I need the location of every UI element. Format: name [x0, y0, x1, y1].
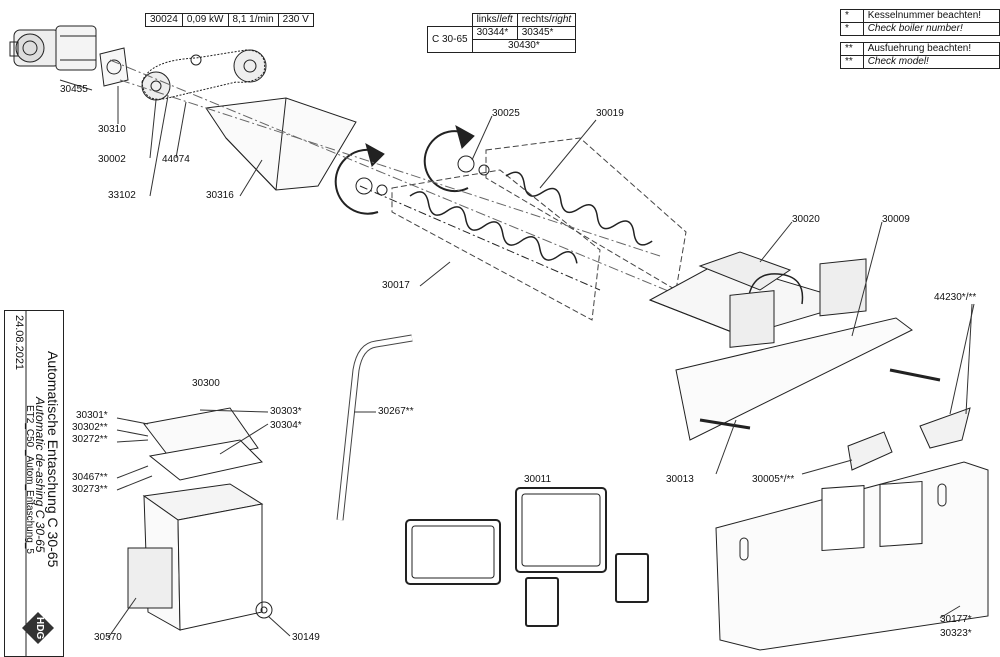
gear-motor	[9, 25, 97, 71]
ash-lid	[143, 407, 263, 481]
hdg-logo	[22, 612, 54, 644]
ash-scoop	[847, 407, 971, 471]
part-label-30455: 30455	[60, 84, 88, 95]
part-label-30467: 30467**	[72, 472, 108, 483]
drawing-date: 24.08.2021	[13, 315, 25, 371]
part-label-44074: 44074	[162, 154, 190, 165]
company-logo-text: HDG	[34, 617, 45, 640]
note-mark: **	[840, 55, 864, 69]
part-label-30302: 30302**	[72, 422, 108, 433]
part-label-30303: 30303*	[270, 406, 302, 417]
chute	[205, 97, 357, 191]
drawing-id: ET2_C50 _Autom_Entaschung_5	[24, 405, 35, 554]
rear-panel	[675, 258, 941, 441]
side-model: C 30-65	[427, 26, 473, 53]
rotation-arrow-upper	[423, 130, 469, 193]
part-label-30002: 30002	[98, 154, 126, 165]
side-header-right: rechts/right	[516, 13, 577, 27]
motor-power: 0,09 kW	[181, 13, 229, 27]
note-mark: **	[840, 42, 864, 56]
part-label-30009: 30009	[882, 214, 910, 225]
part-label-30267: 30267**	[378, 406, 414, 417]
motor-spec-table: 30024 0,09 kW 8,1 1/min 230 V	[145, 13, 314, 27]
part-label-30304: 30304*	[270, 420, 302, 431]
part-label-30273: 30273**	[72, 484, 108, 495]
motor-flange	[99, 47, 129, 87]
part-label-30300: 30300	[192, 378, 220, 389]
note-text: Kesselnummer beachten!	[862, 9, 1000, 23]
part-label-30011: 30011	[524, 474, 552, 485]
part-label-30323: 30323*	[940, 628, 972, 639]
motor-speed: 8,1 1/min	[227, 13, 279, 27]
note-mark: *	[840, 9, 864, 23]
part-label-30301: 30301*	[76, 410, 108, 421]
part-label-33102: 33102	[108, 190, 136, 201]
note-text: Check boiler number!	[862, 22, 1000, 36]
part-label-30149: 30149	[292, 632, 320, 643]
assembly-axis	[109, 59, 691, 301]
rotation-arrow-lower	[334, 148, 379, 215]
part-label-30177: 30177*	[940, 614, 972, 625]
assembly-axis-2	[119, 79, 661, 257]
drawing-subtitle: Automatic de-ashing C 30-65	[33, 397, 47, 553]
motor-voltage: 230 V	[277, 13, 314, 27]
part-label-30310: 30310	[98, 124, 126, 135]
chain-drive	[141, 49, 267, 101]
front-cover	[715, 461, 989, 651]
side-header-left: links/left	[471, 13, 518, 27]
part-label-30272: 30272**	[72, 434, 108, 445]
part-label-30020: 30020	[792, 214, 820, 225]
motor-part-number: 30024	[145, 13, 183, 27]
side-left-part: 30344*	[471, 26, 518, 40]
part-label-30570: 30570	[94, 632, 122, 643]
part-label-30019: 30019	[596, 108, 624, 119]
part-label-30017: 30017	[382, 280, 410, 291]
door-frames	[405, 487, 649, 627]
drawing-title: Automatische Entaschung C 30-65	[45, 351, 61, 568]
auger-lower	[355, 169, 601, 321]
note-text: Ausfuehrung beachten!	[862, 42, 1000, 56]
part-label-30005: 30005*/**	[752, 474, 795, 485]
note-mark: *	[840, 22, 864, 36]
notes-table: *Kesselnummer beachten! *Check boiler nu…	[840, 9, 1000, 69]
note-text: Check model!	[862, 55, 1000, 69]
part-label-44230: 44230*/**	[934, 292, 977, 303]
rotation-arrow-upper-head	[455, 124, 475, 149]
ash-container	[127, 483, 273, 631]
part-label-30316: 30316	[206, 190, 234, 201]
title-block: 24.08.2021 Automatische Entaschung C 30-…	[4, 310, 64, 657]
rotation-arrow-lower-head	[365, 142, 385, 167]
leader-lines	[59, 79, 975, 639]
part-label-30013: 30013	[666, 474, 694, 485]
side-right-part: 30345*	[516, 26, 577, 40]
part-label-30025: 30025	[492, 108, 520, 119]
side-both-part: 30430*	[471, 39, 577, 53]
auger-upper	[457, 137, 687, 291]
side-table: links/left rechts/right C 30-65 30344* 3…	[427, 13, 577, 53]
